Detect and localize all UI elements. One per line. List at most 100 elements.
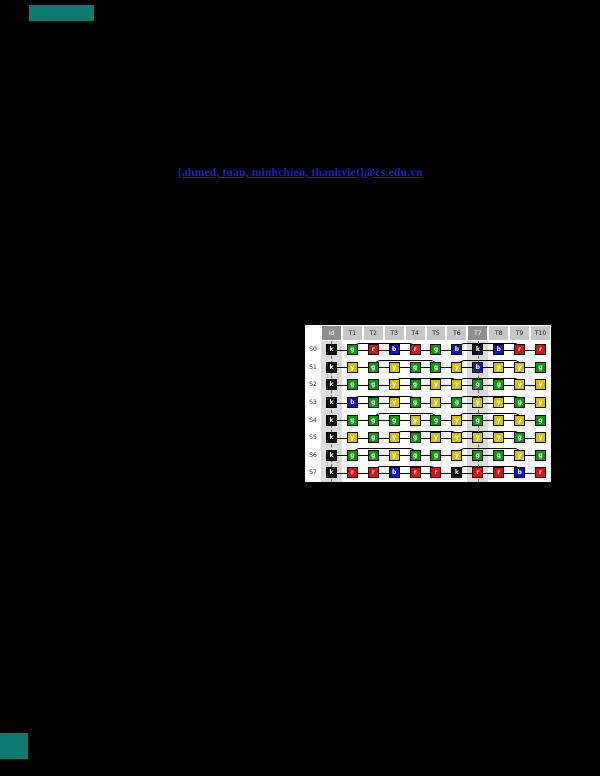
row-label: S5 xyxy=(309,434,317,442)
schedule-cell: k xyxy=(446,464,467,482)
schedule-cell: g xyxy=(405,376,426,394)
task-node: g xyxy=(472,379,484,391)
schedule-cell: b xyxy=(384,341,405,359)
schedule-cell: r xyxy=(488,464,509,482)
schedule-cell: b xyxy=(446,341,467,359)
schedule-cell: y xyxy=(488,411,509,429)
task-node: y xyxy=(493,414,505,426)
task-node: g xyxy=(346,379,358,391)
schedule-cell: y xyxy=(342,429,363,447)
task-node: y xyxy=(535,432,547,444)
schedule-cell: b xyxy=(467,358,489,377)
task-node: r xyxy=(514,344,526,356)
schedule-cell: r xyxy=(363,341,384,359)
task-node: y xyxy=(514,414,526,426)
schedule-cell: r xyxy=(530,341,551,359)
task-node: k xyxy=(325,467,337,479)
row-label: S2 xyxy=(309,381,317,389)
connector-arc xyxy=(352,448,418,457)
schedule-cell: k xyxy=(321,376,342,394)
row-label: S1 xyxy=(309,363,317,371)
schedule-cell: g xyxy=(426,359,447,377)
schedule-cell: y xyxy=(509,376,530,394)
schedule-cell: b xyxy=(384,464,405,482)
schedule-cell: g xyxy=(405,394,426,412)
task-node: g xyxy=(367,449,379,461)
schedule-cell: g xyxy=(405,429,426,447)
task-node: y xyxy=(388,449,400,461)
schedule-cell: y xyxy=(467,428,489,447)
task-node: r xyxy=(493,467,505,479)
task-node: b xyxy=(493,344,505,356)
schedule-cell: r xyxy=(342,464,363,482)
schedule-cell: r xyxy=(405,464,426,482)
connector-arc xyxy=(456,465,522,474)
schedule-cell: y xyxy=(509,447,530,465)
author-emails-link[interactable]: {ahmed, tuan, minhchien, thanhviet}@cs.e… xyxy=(177,167,423,179)
task-node: r xyxy=(535,467,547,479)
schedule-cell: k xyxy=(321,446,342,465)
schedule-cell: y xyxy=(467,393,489,412)
task-node: g xyxy=(451,397,463,409)
column-header: T8 xyxy=(488,325,510,341)
task-node: g xyxy=(535,414,547,426)
teal-corner-fragment xyxy=(0,733,28,759)
task-node: y xyxy=(472,432,484,444)
schedule-cell: g xyxy=(488,376,509,394)
schedule-cell: g xyxy=(363,411,384,429)
schedule-cell: g xyxy=(342,341,363,359)
task-node: y xyxy=(451,414,463,426)
schedule-cell: g xyxy=(363,447,384,465)
schedule-cell: g xyxy=(530,359,551,377)
task-node: k xyxy=(325,414,337,426)
task-node: y xyxy=(472,397,484,409)
schedule-cell: r xyxy=(426,464,447,482)
task-node: y xyxy=(409,414,421,426)
task-node: b xyxy=(388,344,400,356)
task-node: k xyxy=(325,449,337,461)
connector-arc xyxy=(456,430,522,439)
task-node: b xyxy=(514,467,526,479)
task-node: y xyxy=(514,361,526,373)
schedule-cell: b xyxy=(509,464,530,482)
schedule-cell: g xyxy=(363,359,384,377)
schedule-cell: g xyxy=(363,394,384,412)
task-node: g xyxy=(430,414,442,426)
task-node: y xyxy=(346,432,358,444)
task-node: g xyxy=(367,379,379,391)
task-node: g xyxy=(409,361,421,373)
schedule-cell: y xyxy=(488,394,509,412)
task-node: y xyxy=(346,361,358,373)
connector-arc xyxy=(373,413,438,422)
column-header: Id xyxy=(321,325,342,341)
task-node: r xyxy=(472,467,484,479)
task-node: y xyxy=(430,379,442,391)
task-node: g xyxy=(409,432,421,444)
schedule-cell: y xyxy=(384,447,405,465)
task-node: y xyxy=(388,379,400,391)
column-header: T10 xyxy=(530,325,551,341)
figure-header-corner xyxy=(305,325,321,341)
task-node: g xyxy=(346,449,358,461)
connector-arc xyxy=(373,360,438,369)
task-node: y xyxy=(388,397,400,409)
row-label: S3 xyxy=(309,399,317,407)
connector-arc xyxy=(456,377,522,386)
schedule-cell: y xyxy=(426,394,447,412)
task-node: g xyxy=(409,397,421,409)
task-node: g xyxy=(535,361,547,373)
task-node: k xyxy=(451,467,463,479)
task-node: g xyxy=(388,414,400,426)
schedule-cell: y xyxy=(530,394,551,412)
task-node: y xyxy=(493,397,505,409)
schedule-cell: y xyxy=(384,376,405,394)
schedule-cell: g xyxy=(426,447,447,465)
task-node: g xyxy=(493,379,505,391)
schedule-cell: r xyxy=(405,341,426,359)
schedule-cell: g xyxy=(426,411,447,429)
